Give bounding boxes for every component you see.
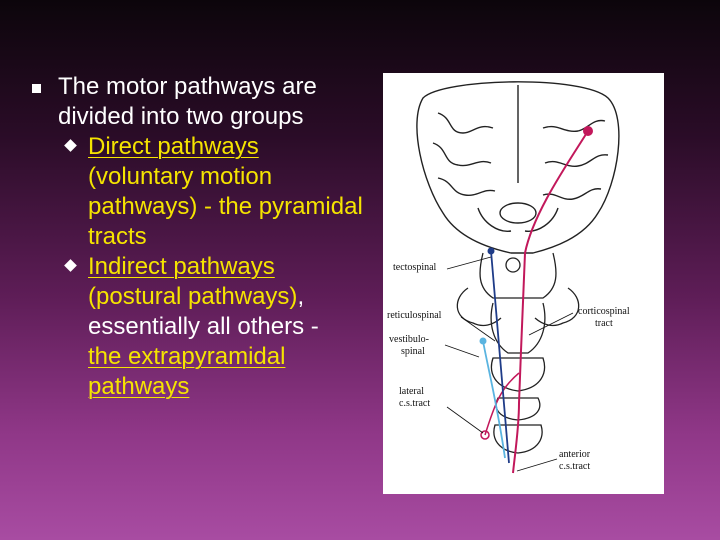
label-corticospinal: corticospinal — [578, 306, 630, 317]
motor-pathways-figure: tectospinal reticulospinal vestibulo- sp… — [383, 73, 664, 494]
indirect-pathways-link[interactable]: Indirect pathways — [88, 253, 275, 280]
label-tectospinal: tectospinal — [393, 262, 437, 273]
diamond-bullet-icon — [64, 139, 77, 152]
vestibulospinal-tract-line — [482, 340, 506, 459]
tectospinal-tract-line — [490, 250, 510, 464]
label-lateral: lateral — [399, 386, 424, 397]
brain-outline — [416, 81, 620, 254]
main-bullet-text: The motor pathways are divided into two … — [58, 73, 317, 130]
sub-bullet-direct: Direct pathways (voluntary motion pathwa… — [58, 132, 378, 252]
brainstem-outline — [456, 252, 580, 454]
extrapyramidal-link[interactable]: the extrapyramidal pathways — [88, 343, 286, 400]
direct-pathways-desc: (voluntary motion pathways) - the pyrami… — [88, 163, 363, 250]
label-vestibulo: vestibulo- — [389, 334, 429, 345]
label-anterior: anterior — [559, 449, 591, 460]
indirect-comma: , — [297, 283, 305, 310]
label-tract: tract — [595, 318, 613, 329]
diamond-bullet-icon — [64, 259, 77, 272]
label-lateral-cs: c.s.tract — [399, 398, 430, 409]
bullet-text-block: The motor pathways are divided into two … — [58, 72, 378, 402]
brain-spinal-diagram: tectospinal reticulospinal vestibulo- sp… — [387, 81, 630, 474]
label-spinal: spinal — [401, 346, 425, 357]
label-reticulospinal: reticulospinal — [387, 310, 442, 321]
corticospinal-tract-line — [512, 130, 589, 474]
cortex-neuron-dot — [583, 126, 593, 136]
main-bullet-icon — [32, 84, 41, 93]
label-anterior-cs: c.s.tract — [559, 461, 590, 472]
lateral-cs-branch — [484, 372, 520, 436]
indirect-pathways-postural: (postural pathways) — [88, 283, 298, 310]
direct-pathways-link[interactable]: Direct pathways — [88, 133, 259, 160]
indirect-pathways-desc: essentially all others - — [88, 313, 319, 340]
sub-bullet-indirect: Indirect pathways (postural pathways), e… — [58, 252, 378, 402]
